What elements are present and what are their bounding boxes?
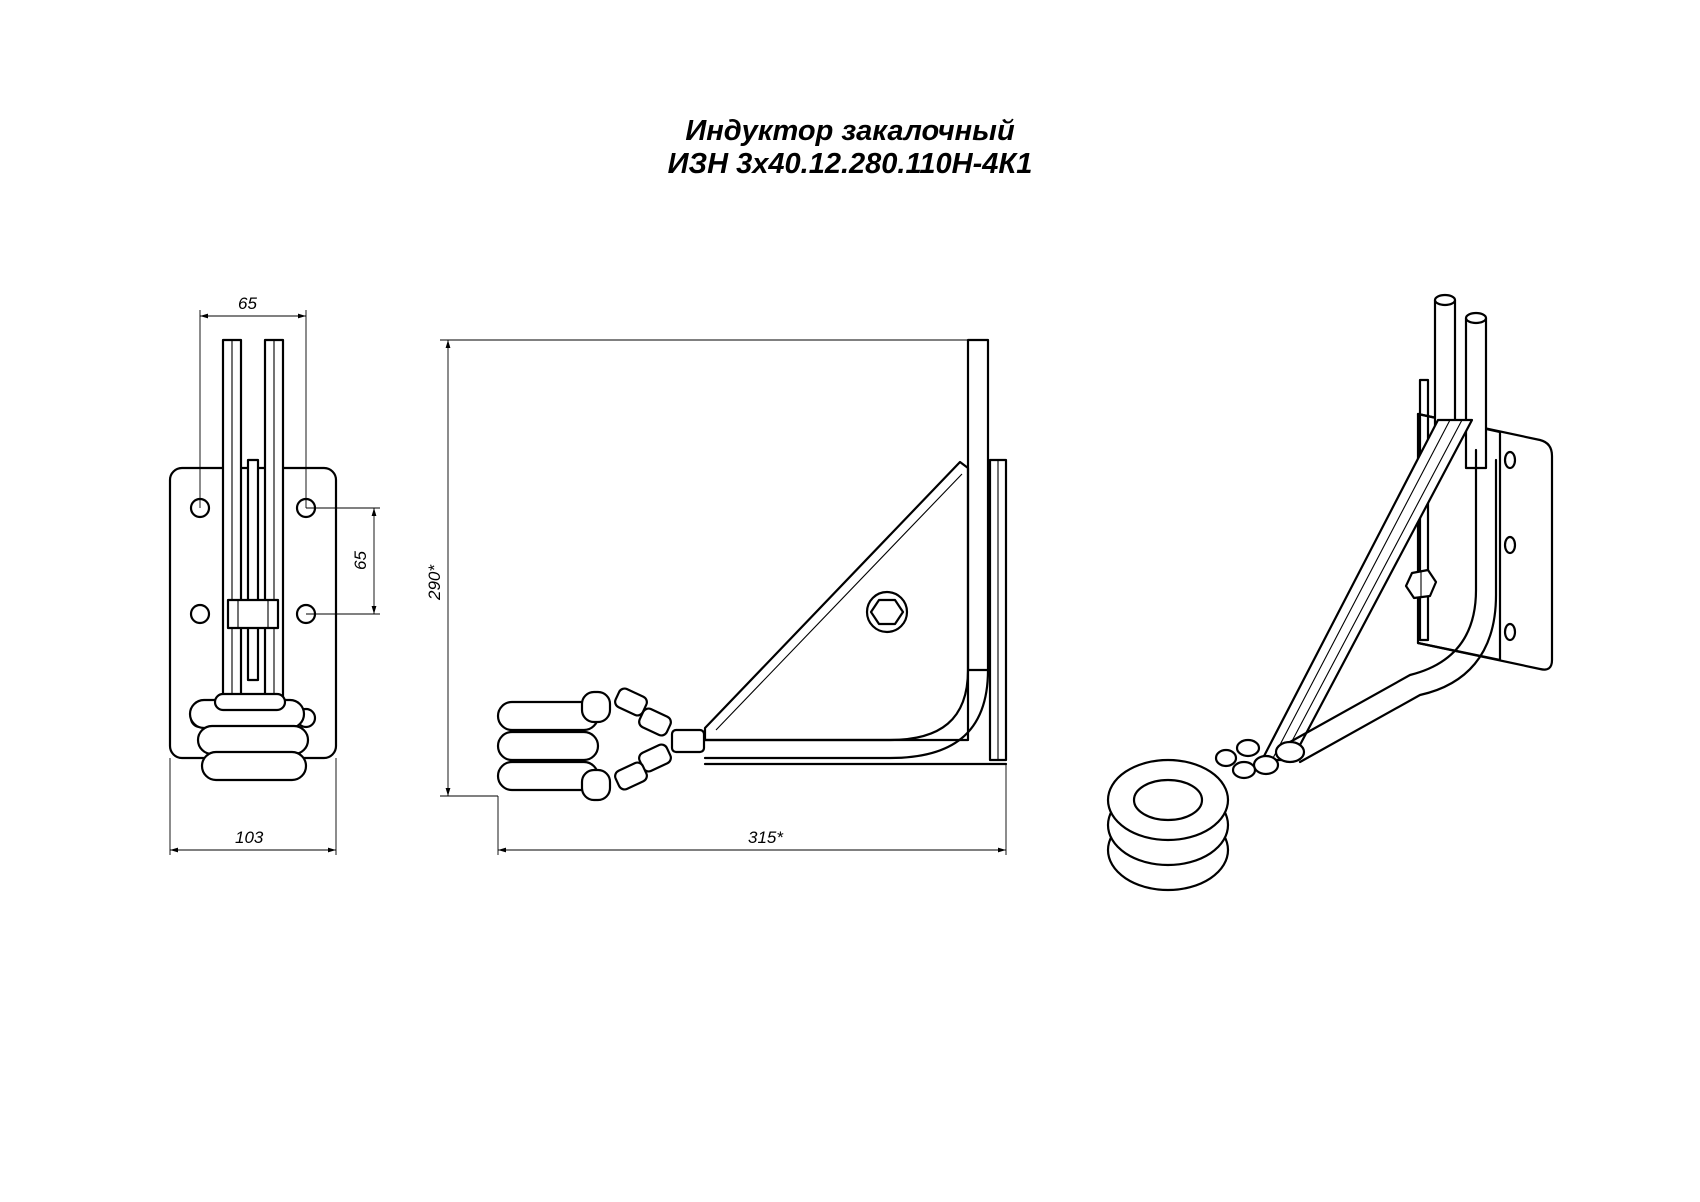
side-curved-tube-inner — [703, 668, 990, 760]
dim-front-top-width: 65 — [238, 294, 257, 313]
front-view: 65 65 103 — [168, 294, 380, 855]
side-curved-tube-outer — [703, 668, 970, 742]
side-view: 290* 315* — [425, 338, 1008, 855]
iso-curved-tube-outer — [1288, 448, 1478, 744]
side-vertical-tube — [966, 338, 990, 672]
front-coil — [188, 692, 310, 782]
isometric-view — [1106, 293, 1554, 892]
iso-mounting-plate — [1416, 412, 1554, 671]
dim-front-plate-width: 103 — [235, 828, 264, 847]
dim-front-hole-spacing: 65 — [351, 551, 370, 570]
side-coil — [496, 690, 612, 802]
iso-curved-tube-inner — [1298, 458, 1498, 764]
iso-hex-bolt — [1404, 568, 1438, 600]
side-gusset — [703, 460, 970, 742]
side-connectors — [614, 687, 706, 791]
front-bolt — [226, 598, 280, 630]
dim-side-length: 315* — [748, 828, 784, 847]
iso-gusset-strip — [1260, 418, 1474, 762]
drawing-title-line2: ИЗН 3х40.12.280.110Н-4К1 — [667, 148, 1033, 180]
iso-plate-holes — [1503, 450, 1517, 642]
drawing-title-line1: Индуктор закалочный — [685, 115, 1015, 147]
front-bracket-strip — [246, 458, 260, 682]
iso-connectors — [1214, 738, 1306, 780]
iso-vertical-tubes — [1433, 293, 1488, 470]
iso-ring-coil — [1106, 758, 1230, 892]
side-hex-bolt — [865, 590, 909, 634]
dim-side-height: 290* — [425, 564, 444, 601]
